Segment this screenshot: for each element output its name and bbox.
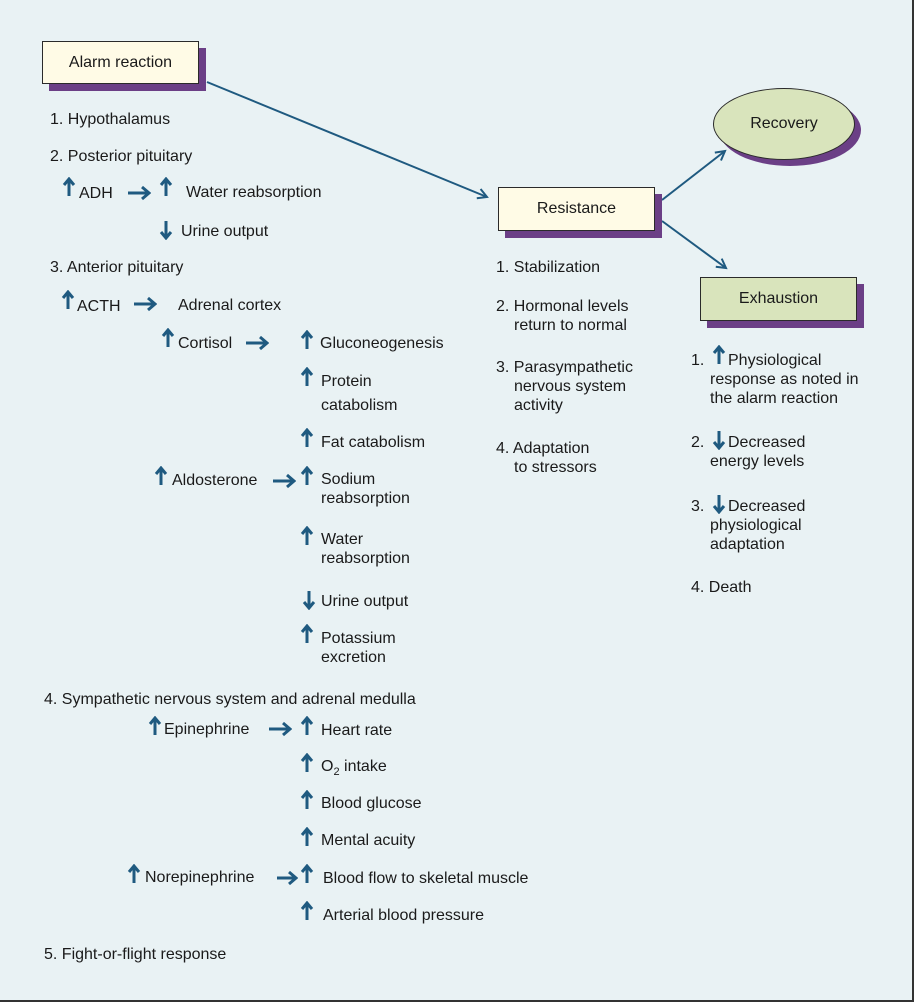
up-arrow-icon — [159, 177, 173, 196]
exhaustion-item3-line3: adaptation — [710, 536, 785, 553]
alarm-item-hypothalamus: 1. Hypothalamus — [50, 111, 171, 128]
blood-glucose-label: Blood glucose — [321, 795, 422, 812]
right-arrow-icon — [273, 473, 296, 489]
up-arrow-icon — [300, 827, 314, 846]
water-reabsorption-line1: Water — [321, 531, 364, 548]
up-arrow-icon — [154, 466, 168, 485]
exhaustion-item2-number: 2. — [691, 434, 705, 451]
mental-acuity-label: Mental acuity — [321, 832, 416, 849]
resistance-box: Resistance — [498, 187, 655, 231]
exhaustion-item2-line1: Decreased — [728, 434, 806, 451]
up-arrow-icon — [148, 716, 162, 735]
up-arrow-icon — [300, 753, 314, 772]
resistance-item-stabilization: 1. Stabilization — [496, 259, 601, 276]
arterial-bp-label: Arterial blood pressure — [323, 907, 484, 924]
resistance-item-hormonal-line1: 2. Hormonal levels — [496, 298, 629, 315]
up-arrow-icon — [712, 345, 726, 364]
alarm-item-sympathetic: 4. Sympathetic nervous system and adrena… — [44, 691, 416, 708]
up-arrow-icon — [62, 177, 76, 196]
adh-urine-output: Urine output — [181, 223, 269, 240]
resistance-item-adaptation-line1: 4. Adaptation — [496, 440, 590, 457]
resistance-item-parasympathetic-line1: 3. Parasympathetic — [496, 359, 633, 376]
resistance-item-parasympathetic-line2: nervous system — [514, 378, 627, 395]
right-arrow-icon — [246, 335, 269, 351]
potassium-excretion-line2: excretion — [321, 649, 386, 666]
cortisol-label: Cortisol — [178, 335, 233, 352]
down-arrow-icon — [159, 221, 173, 240]
exhaustion-item-death: 4. Death — [691, 579, 752, 596]
down-arrow-icon — [712, 431, 726, 450]
adh-label: ADH — [79, 185, 113, 202]
potassium-excretion-line1: Potassium — [321, 630, 396, 647]
norepinephrine-label: Norepinephrine — [145, 869, 255, 886]
gluconeogenesis-label: Gluconeogenesis — [320, 335, 444, 352]
up-arrow-icon — [300, 466, 314, 485]
sodium-reabsorption-line1: Sodium — [321, 471, 376, 488]
exhaustion-item1-number: 1. — [691, 352, 705, 369]
right-arrow-icon — [277, 870, 298, 886]
protein-catabolism-line2: catabolism — [321, 397, 398, 414]
exhaustion-item1-line1: Physiological — [728, 352, 822, 369]
urine-output-label: Urine output — [321, 593, 409, 610]
o2-intake-label: O2 intake — [321, 758, 387, 779]
adh-water-reabsorption: Water reabsorption — [186, 184, 322, 201]
exhaustion-item3-number: 3. — [691, 498, 705, 515]
alarm-item-posterior-pituitary: 2. Posterior pituitary — [50, 148, 193, 165]
alarm-reaction-box: Alarm reaction — [42, 41, 199, 84]
up-arrow-icon — [127, 864, 141, 883]
up-arrow-icon — [300, 864, 314, 883]
down-arrow-icon — [712, 495, 726, 514]
exhaustion-item1-line3: the alarm reaction — [710, 390, 839, 407]
up-arrow-icon — [61, 290, 75, 309]
epinephrine-label: Epinephrine — [164, 721, 250, 738]
aldosterone-label: Aldosterone — [172, 472, 258, 489]
recovery-label: Recovery — [750, 115, 818, 132]
up-arrow-icon — [300, 790, 314, 809]
exhaustion-item3-line2: physiological — [710, 517, 802, 534]
blood-flow-label: Blood flow to skeletal muscle — [323, 870, 529, 887]
up-arrow-icon — [300, 330, 314, 349]
adrenal-cortex-label: Adrenal cortex — [178, 297, 282, 314]
up-arrow-icon — [161, 328, 175, 347]
down-arrow-icon — [302, 591, 316, 610]
recovery-ellipse: Recovery — [713, 88, 855, 160]
fat-catabolism-label: Fat catabolism — [321, 434, 426, 451]
exhaustion-item3-line1: Decreased — [728, 498, 806, 515]
alarm-reaction-label: Alarm reaction — [68, 53, 173, 71]
resistance-item-hormonal-line2: return to normal — [514, 317, 627, 334]
acth-label: ACTH — [77, 298, 121, 315]
right-arrow-icon — [134, 296, 157, 312]
up-arrow-icon — [300, 901, 314, 920]
resistance-label: Resistance — [536, 200, 617, 217]
up-arrow-icon — [300, 367, 314, 386]
resistance-item-parasympathetic-line3: activity — [514, 397, 563, 414]
right-arrow-icon — [128, 185, 151, 201]
right-arrow-icon — [269, 721, 292, 737]
exhaustion-box: Exhaustion — [700, 277, 857, 321]
up-arrow-icon — [300, 428, 314, 447]
protein-catabolism-line1: Protein — [321, 373, 372, 390]
exhaustion-item1-line2: response as noted in — [710, 371, 859, 388]
resistance-item-adaptation-line2: to stressors — [514, 459, 597, 476]
exhaustion-label: Exhaustion — [738, 290, 819, 307]
sodium-reabsorption-line2: reabsorption — [321, 490, 410, 507]
up-arrow-icon — [300, 716, 314, 735]
up-arrow-icon — [300, 624, 314, 643]
water-reabsorption-line2: reabsorption — [321, 550, 410, 567]
alarm-item-anterior-pituitary: 3. Anterior pituitary — [50, 259, 184, 276]
alarm-item-fight-or-flight: 5. Fight-or-flight response — [44, 946, 227, 963]
exhaustion-item2-line2: energy levels — [710, 453, 805, 470]
heart-rate-label: Heart rate — [321, 722, 393, 739]
up-arrow-icon — [300, 526, 314, 545]
